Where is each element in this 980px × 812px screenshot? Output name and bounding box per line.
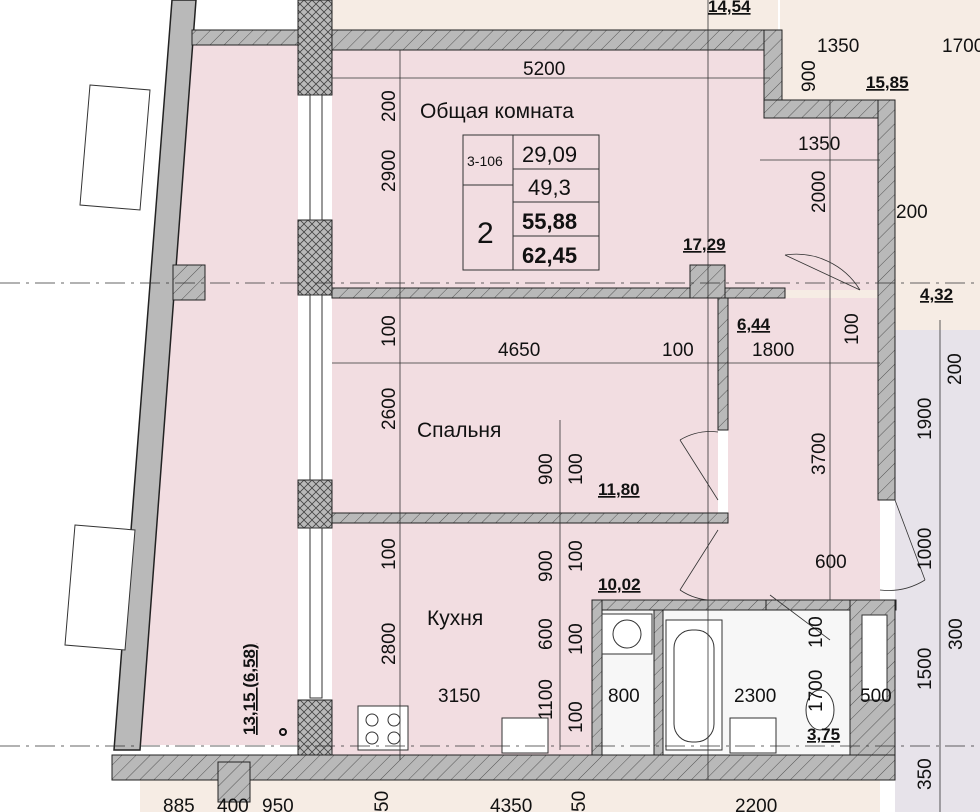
dim-text: 100 [566,623,587,655]
apartment-type-code: 3-106 [467,153,503,169]
dim-text: 200 [945,353,966,385]
dim-text: 600 [536,618,557,650]
living-room [332,50,880,290]
toilet-icon [805,689,835,731]
dim-text: 950 [262,796,294,812]
dim-text: 1700 [942,36,980,57]
dim-text: 1350 [817,36,859,57]
dim-text: 2200 [735,796,777,812]
loggia [135,45,298,745]
area-hall: 6,44 [737,315,771,334]
dim-text: 1350 [798,134,840,155]
stove-icon [357,705,409,751]
dim-text: 100 [566,453,587,485]
washer-icon [601,613,653,655]
kitchen-sink-icon [501,717,549,754]
area-value-2: 49,3 [528,175,571,200]
dim-text: 1900 [915,398,936,440]
hallway [728,298,880,605]
balcony-frame [64,524,136,651]
dim-text: 350 [915,758,936,790]
dim-text: 100 [662,340,694,361]
total-area-value: 62,45 [522,243,577,268]
dim-text: 50 [372,791,393,812]
area-loggia: 13,15 (6,58) [240,643,259,735]
bedroom [332,298,718,513]
dim-text: 100 [806,616,827,648]
dim-text: 885 [163,796,195,812]
dim-text: 1000 [915,528,936,570]
doors [679,253,926,641]
area-kitchen: 10,02 [598,575,641,594]
bath-sink-icon [729,717,777,754]
apartment-rooms-count: 2 [477,217,494,250]
area-neighbor-top: 14,54 [708,0,751,16]
dim-text: 1500 [915,648,936,690]
marker-icon [279,728,287,736]
windows [64,84,323,699]
walls [111,0,897,803]
corridor [895,330,980,812]
dim-text: 200 [379,90,400,122]
room-name-kitchen: Кухня [427,607,483,630]
dim-text: 100 [379,315,400,347]
dim-text: 300 [946,618,967,650]
dim-text: 100 [566,540,587,572]
area-neighbor-right-2: 4,32 [920,285,953,304]
area-bath: 3,75 [807,725,840,744]
dimension-labels: 5200 1350 1700 1350 200 4650 100 1800 60… [163,36,980,812]
dim-text: 400 [217,796,249,812]
area-value-3: 55,88 [522,209,577,234]
area-bedroom: 11,80 [598,480,640,499]
dim-text: 600 [815,552,847,573]
dim-text: 3700 [809,433,830,475]
living-area-value: 29,09 [522,142,577,167]
dim-text: 100 [379,538,400,570]
apartment-info-table: 3-106 2 29,09 49,3 55,88 62,45 [462,134,600,271]
dim-text: 2000 [809,171,830,213]
dim-text: 900 [536,550,557,582]
dim-text: 800 [608,686,640,707]
dim-text: 2600 [379,388,400,430]
room-name-bedroom: Спальня [417,419,501,442]
area-living: 17,29 [683,235,726,254]
neighbor-apartment-bottom [140,780,880,812]
dim-text: 5200 [523,59,565,80]
dim-text: 2300 [734,686,776,707]
balcony-frame [79,84,151,211]
neighbor-apartment-top [298,0,778,35]
dim-text: 1700 [806,670,827,712]
dim-text: 500 [860,686,892,707]
area-neighbor-right: 15,85 [866,73,909,92]
dim-text: 2800 [379,623,400,665]
fixtures [357,613,888,754]
dim-text: 100 [842,313,863,345]
shaft [861,614,888,701]
dim-text: 200 [896,202,928,223]
dim-text: 3150 [438,686,480,707]
dim-text: 4350 [490,796,532,812]
dim-text: 900 [799,60,820,92]
dim-text: 1800 [752,340,794,361]
dim-text: 4650 [498,340,540,361]
dim-text: 50 [569,791,590,812]
dim-text: 2900 [379,150,400,192]
room-name-living: Общая комната [420,100,574,123]
dim-text: 1100 [536,679,557,720]
dim-text: 900 [536,453,557,485]
dim-text: 100 [566,701,587,733]
